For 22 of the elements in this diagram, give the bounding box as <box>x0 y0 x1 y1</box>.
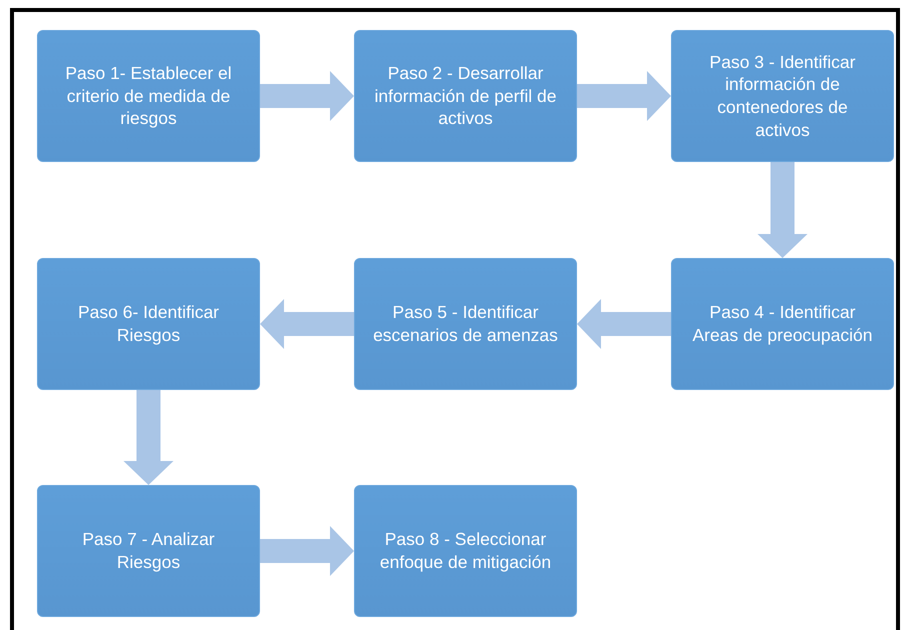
process-box <box>354 485 577 617</box>
step-label: Paso 6- Identificar Riesgos <box>76 301 220 347</box>
step-label: Paso 1- Establecer el criterio de medida de riesgos <box>64 62 233 130</box>
step-label: Paso 2 - Desarrollar información de perfil de activos <box>374 62 558 130</box>
block-arrow <box>577 299 671 349</box>
block-arrow <box>260 71 354 121</box>
process-box <box>37 485 260 617</box>
step-label: Paso 4 - Identificar Areas de preocupación <box>692 301 874 347</box>
step-label: Paso 3 - Identificar información de contenedores de activos <box>708 50 856 142</box>
block-arrow <box>260 299 354 349</box>
step-label: Paso 8 - Seleccionar enfoque de mitigación <box>378 528 552 574</box>
block-arrow <box>577 71 671 121</box>
block-arrow <box>758 162 808 258</box>
process-box <box>37 30 260 162</box>
process-box <box>671 30 894 162</box>
step-label: Paso 5 - Identificar escenarios de amenzas <box>373 301 558 347</box>
process-box <box>37 258 260 390</box>
process-box <box>354 30 577 162</box>
process-box <box>354 258 577 390</box>
block-arrow <box>124 390 174 485</box>
process-box <box>671 258 894 390</box>
step-label: Paso 7 - Analizar Riesgos <box>81 528 216 574</box>
